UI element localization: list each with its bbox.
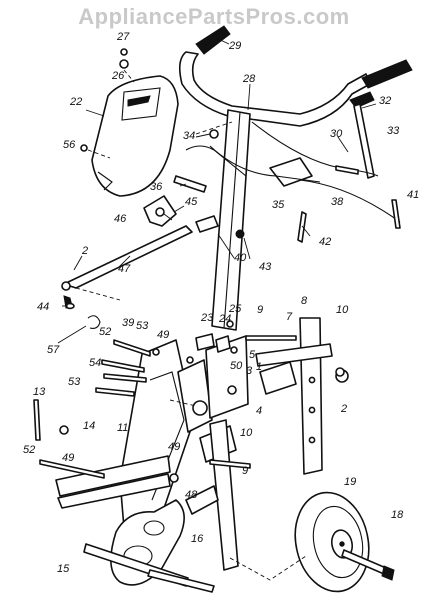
callout-57: 57 xyxy=(47,344,60,356)
rear-leg xyxy=(185,419,239,571)
callout-5: 5 xyxy=(249,349,256,361)
callout-4: 4 xyxy=(256,405,262,417)
callout-19: 19 xyxy=(344,476,356,488)
callout-8: 8 xyxy=(301,295,308,307)
assembly-lines xyxy=(75,69,307,581)
engine-shroud xyxy=(91,75,179,197)
callout-36: 36 xyxy=(150,181,163,193)
leader-lines xyxy=(57,37,377,344)
callout-22: 22 xyxy=(69,96,82,108)
watermark-text: AppliancePartsPros.com xyxy=(78,4,350,29)
callout-18: 18 xyxy=(391,509,404,521)
callout-40: 40 xyxy=(234,252,247,264)
callout-39: 39 xyxy=(122,317,134,329)
wheel xyxy=(294,491,370,593)
callout-41: 41 xyxy=(407,189,419,201)
callout-45: 45 xyxy=(185,196,198,208)
callout-47: 47 xyxy=(118,263,131,275)
callout-43: 43 xyxy=(259,261,272,273)
callout-25: 25 xyxy=(228,303,242,315)
callout-52a: 52 xyxy=(99,326,111,338)
callout-48: 48 xyxy=(185,489,198,501)
callout-27: 27 xyxy=(116,31,130,43)
callout-15: 15 xyxy=(57,563,70,575)
callout-23: 23 xyxy=(200,312,214,324)
callout-1: 1 xyxy=(256,361,262,373)
callout-16: 16 xyxy=(191,533,204,545)
callout-50: 50 xyxy=(230,360,243,372)
callout-14: 14 xyxy=(83,420,95,432)
callout-33: 33 xyxy=(387,125,400,137)
callout-30: 30 xyxy=(330,128,343,140)
callout-49b: 49 xyxy=(62,452,74,464)
callout-54: 54 xyxy=(89,357,101,369)
callout-32: 32 xyxy=(379,95,391,107)
depth-stake xyxy=(255,317,349,475)
callout-9b: 9 xyxy=(242,465,248,477)
callout-53a: 53 xyxy=(136,320,149,332)
callout-11: 11 xyxy=(117,422,128,434)
callout-10a: 10 xyxy=(336,304,349,316)
callout-49a: 49 xyxy=(157,329,169,341)
callout-49c: 49 xyxy=(168,441,180,453)
callout-28: 28 xyxy=(242,73,256,85)
upright-tube xyxy=(211,109,251,331)
callout-numbers: 27 26 29 28 22 32 56 34 30 33 36 35 38 4… xyxy=(23,31,419,575)
callout-2b: 2 xyxy=(340,403,347,415)
clamp-assembly xyxy=(143,175,219,233)
throttle-lever xyxy=(185,91,401,223)
brace-rod xyxy=(63,225,193,309)
small-hardware xyxy=(61,48,401,483)
handlebar xyxy=(178,25,413,127)
callout-52b: 52 xyxy=(23,444,35,456)
callout-26: 26 xyxy=(111,70,125,82)
callout-7: 7 xyxy=(286,311,293,323)
main-frame xyxy=(55,335,249,586)
axle xyxy=(83,543,215,593)
callout-3: 3 xyxy=(246,365,253,377)
callout-9a: 9 xyxy=(257,304,263,316)
callout-10b: 10 xyxy=(240,427,253,439)
callout-29: 29 xyxy=(228,40,241,52)
callout-35: 35 xyxy=(272,199,285,211)
callout-53b: 53 xyxy=(68,376,81,388)
axle-bolt xyxy=(341,549,395,581)
callout-56: 56 xyxy=(63,139,76,151)
callout-38: 38 xyxy=(331,196,344,208)
bolts xyxy=(33,335,297,479)
callout-42: 42 xyxy=(319,236,331,248)
callout-24: 24 xyxy=(218,313,231,325)
callout-44: 44 xyxy=(37,301,49,313)
callout-34: 34 xyxy=(183,130,195,142)
callout-2a: 2 xyxy=(81,245,88,257)
callout-46: 46 xyxy=(114,213,127,225)
callout-13: 13 xyxy=(33,386,46,398)
